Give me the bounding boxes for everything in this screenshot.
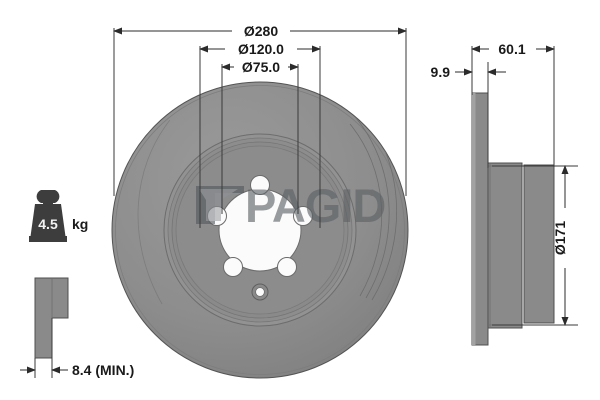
bolt-hole	[277, 257, 297, 277]
section-hat-mounting-face	[523, 164, 555, 324]
dim-bolt-circle-diameter: Ø120.0	[238, 41, 284, 57]
weight-unit: kg	[72, 216, 88, 232]
dim-outer-diameter: Ø280	[244, 23, 278, 39]
pagid-logo-registered-icon: ®	[369, 188, 376, 198]
rotor-outer-edge-ring	[115, 85, 405, 375]
rotor-section-view	[471, 92, 555, 346]
section-friction-ring-highlight	[472, 93, 476, 345]
section-dimension-group: 60.1 9.9 Ø171	[431, 41, 578, 326]
min-thickness-profile: 8.4 (MIN.)	[20, 277, 134, 378]
dim-flange-thickness: 9.9	[431, 64, 451, 80]
rotor-face-view: PAGID ®	[111, 81, 409, 379]
weight-icon	[29, 190, 67, 242]
dim-min-thickness: 8.4 (MIN.)	[72, 362, 134, 378]
pagid-logo-text: PAGID	[245, 179, 385, 232]
top-dimension-group: Ø280 Ø120.0 Ø75.0	[113, 23, 407, 228]
locating-pin-hole	[251, 283, 269, 301]
weight-value: 4.5	[38, 216, 58, 232]
dim-hat-diameter: Ø171	[552, 221, 568, 255]
bolt-hole	[223, 257, 243, 277]
dim-center-bore-diameter: Ø75.0	[242, 59, 280, 75]
section-hat-wall	[487, 162, 523, 329]
weight-indicator: 4.5 kg	[29, 190, 88, 242]
bolt-hole	[250, 175, 270, 195]
dim-overall-height: 60.1	[498, 41, 525, 57]
pagid-logo: PAGID ®	[196, 179, 386, 232]
pagid-logo-mark-accent	[199, 189, 238, 221]
